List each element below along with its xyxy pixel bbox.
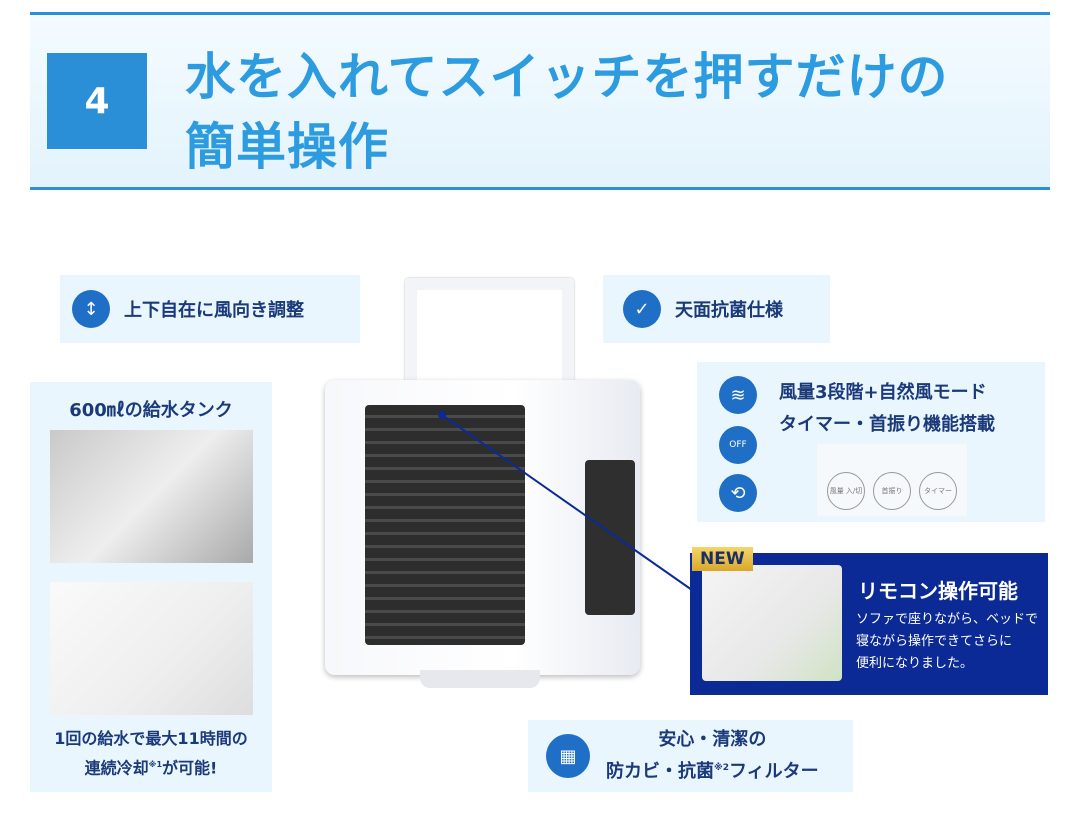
handle [405,278,574,400]
tank-description: 1回の給水で最大11時間の 連続冷却※1が可能! [30,726,272,781]
filter-text: 防カビ・抗菌 [606,761,714,782]
remote-photo [702,565,842,681]
remote-leader-line [441,414,693,591]
filter-line1: 安心・清潔の [658,729,767,750]
tank-line2: 連続冷却※1が可能! [30,752,272,781]
callout-remote: NEW リモコン操作可能 ソファで座りながら、ベッドで 寝ながら操作できてさらに… [690,547,1048,695]
top-antibacterial-label: 天面抗菌仕様 [675,300,783,321]
tank-line1: 1回の給水で最大11時間の [54,729,248,748]
side-window [585,460,635,615]
callout-fan-modes: ≋ OFF ⟲ 風量3段階+自然風モード タイマー・首振り機能搭載 風量 入/切… [697,362,1045,522]
control-panel: 風量 入/切 首振り タイマー [817,444,967,516]
filter-grid-icon: ▦ [546,734,590,778]
callout-wind-direction: ↕ 上下自在に風向き調整 [60,275,360,343]
swing-icon: ⟲ [719,474,757,512]
remote-desc-line3: 便利になりました。 [856,656,974,671]
antibacterial-surface-icon: ✓ [623,290,661,328]
timer-off-icon: OFF [719,426,757,464]
panel-button-timer: タイマー [919,472,957,510]
tank-footnote: ※1 [148,760,163,769]
panel-button-swing: 首振り [873,472,911,510]
section-header: 4 水を入れてスイッチを押すだけの 簡単操作 [30,12,1050,190]
panel-button-power: 風量 入/切 [827,472,865,510]
fan-modes-line2: タイマー・首振り機能搭載 [779,414,995,435]
tank-fill-photo [50,430,253,563]
callout-tank: 600㎖の給水タンク 1回の給水で最大11時間の 連続冷却※1が可能! [30,382,272,792]
callout-top-antibacterial: ✓ 天面抗菌仕様 [603,275,830,343]
tank-text-end: が可能! [162,758,218,778]
wind-icon: ≋ [719,376,757,414]
title-line2: 簡単操作 [185,118,389,176]
filter-line2: 防カビ・抗菌※2フィルター [606,754,819,786]
title-line1: 水を入れてスイッチを押すだけの [185,48,949,106]
remote-desc-line2: 寝ながら操作できてさらに [856,634,1013,649]
step-number-badge: 4 [47,53,147,149]
product-image [320,275,645,690]
new-badge: NEW [692,547,753,571]
filter-text-end: フィルター [729,761,819,782]
sensor-dot [438,411,446,419]
remote-desc-line1: ソファで座りながら、ベッドで [856,612,1039,627]
filter-footnote: ※2 [714,763,730,773]
vertical-airflow-icon: ↕ [72,290,110,328]
tank-title: 600㎖の給水タンク [69,400,233,421]
tank-insert-photo [50,582,253,715]
front-grille [365,405,525,645]
remote-title: リモコン操作可能 [858,579,1018,603]
callout-filter: ▦ 安心・清潔の 防カビ・抗菌※2フィルター [528,720,853,792]
wind-direction-label: 上下自在に風向き調整 [124,300,304,321]
tank-text: 連続冷却 [84,758,149,778]
fan-modes-line1: 風量3段階+自然風モード [779,382,987,403]
base [420,670,540,688]
remote-description: ソファで座りながら、ベッドで 寝ながら操作できてさらに 便利になりました。 [856,609,1038,675]
